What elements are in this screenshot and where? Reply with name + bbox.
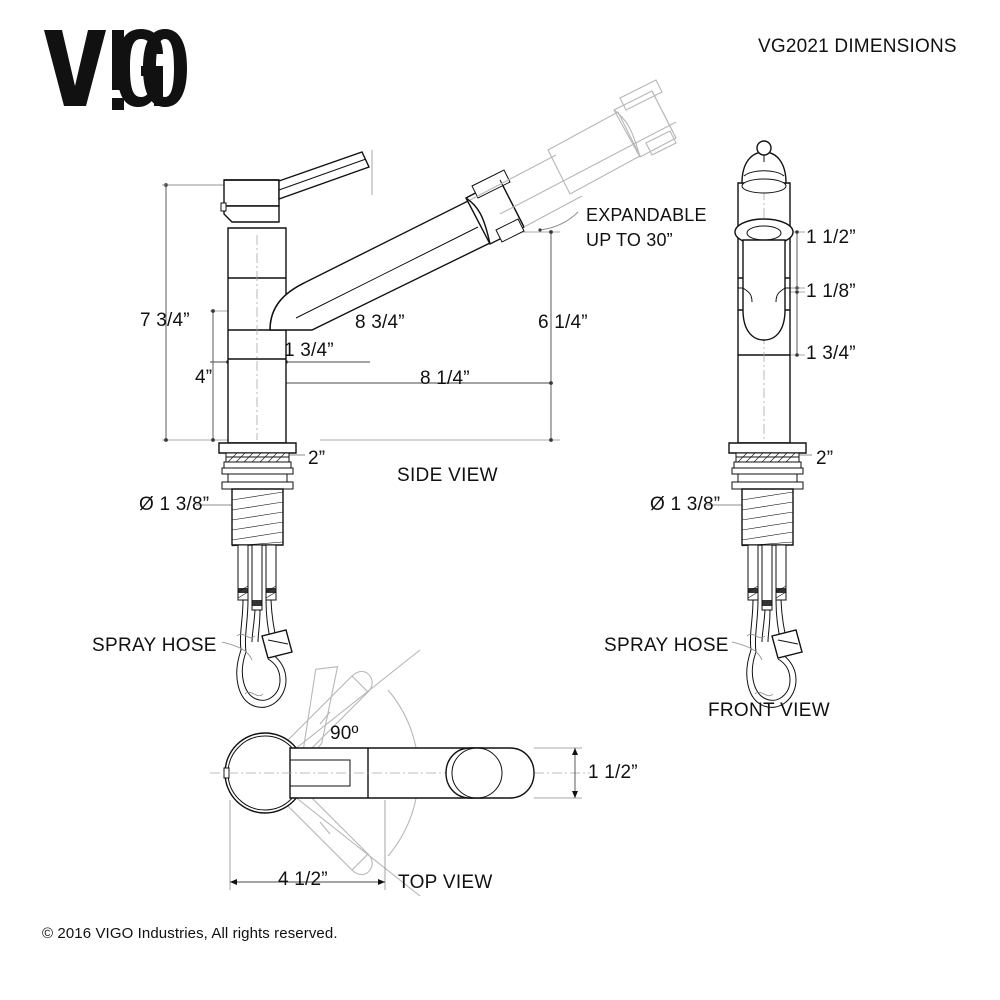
- dim-side-height-total: 7 3/4”: [140, 310, 190, 331]
- side-view-handle: [220, 151, 370, 223]
- label-side-spray-hose: SPRAY HOSE: [92, 635, 217, 656]
- dim-side-spout-length-diagonal: 8 3/4”: [355, 312, 405, 333]
- front-view-threaded-shank: [741, 488, 794, 547]
- dim-side-spout-reach: 8 1/4”: [420, 368, 470, 389]
- dim-side-spout-height: 6 1/4”: [538, 312, 588, 333]
- side-view-supply-lines: [237, 544, 279, 653]
- dim-side-spout-offset: 1 3/4”: [284, 340, 334, 361]
- caption-top-view: TOP VIEW: [398, 872, 493, 893]
- vigo-logo: [42, 28, 192, 118]
- top-view-drawing: [210, 649, 590, 897]
- dim-front-body-width: 1 3/4”: [806, 343, 856, 364]
- copyright-footer: © 2016 VIGO Industries, All rights reser…: [42, 925, 338, 942]
- dim-side-deck-plate-height: 2”: [308, 448, 326, 469]
- label-front-spray-hose: SPRAY HOSE: [604, 635, 729, 656]
- dim-front-spout-opening: 1 1/2”: [806, 227, 856, 248]
- dim-top-spout-width: 1 1/2”: [588, 762, 638, 783]
- front-view-spray-head: [734, 218, 794, 341]
- side-view-drawing: [162, 79, 677, 708]
- top-view-spout: [210, 747, 590, 799]
- note-expandable-line2: UP TO 30”: [586, 230, 673, 250]
- top-view-spray-head: [445, 747, 535, 799]
- front-view-deck-plate: [728, 442, 807, 490]
- dim-top-swivel-angle: 90º: [330, 723, 359, 744]
- dim-front-spray-head-width: 1 1/8”: [806, 281, 856, 302]
- side-view-spray-hose-loop: [221, 629, 293, 708]
- page-title: VG2021 DIMENSIONS: [758, 36, 957, 57]
- dim-front-deck-plate-height: 2”: [816, 448, 834, 469]
- caption-side-view: SIDE VIEW: [397, 465, 498, 486]
- dim-side-shank-diameter: Ø 1 3/8”: [139, 494, 210, 515]
- side-view-deck-plate: [218, 442, 297, 490]
- top-view-dimension-lines: [229, 747, 582, 890]
- side-view-spout: [269, 169, 525, 331]
- side-view-threaded-shank: [231, 488, 284, 547]
- side-view-extended-sprayer-ghost: [469, 79, 677, 228]
- note-expandable-line1: EXPANDABLE: [586, 205, 707, 225]
- dim-side-height-base: 4”: [195, 367, 213, 388]
- front-view-spray-hose-loop: [731, 629, 803, 708]
- front-view-drawing: [706, 140, 812, 708]
- expandable-note-leader: [538, 211, 579, 232]
- dim-top-swivel-radius: 4 1/2”: [278, 869, 328, 890]
- front-view-supply-lines: [747, 544, 789, 653]
- front-view-handle: [741, 140, 787, 194]
- caption-front-view: FRONT VIEW: [708, 700, 830, 721]
- side-view-faucet-body: [227, 227, 287, 444]
- dim-front-shank-diameter: Ø 1 3/8”: [650, 494, 721, 515]
